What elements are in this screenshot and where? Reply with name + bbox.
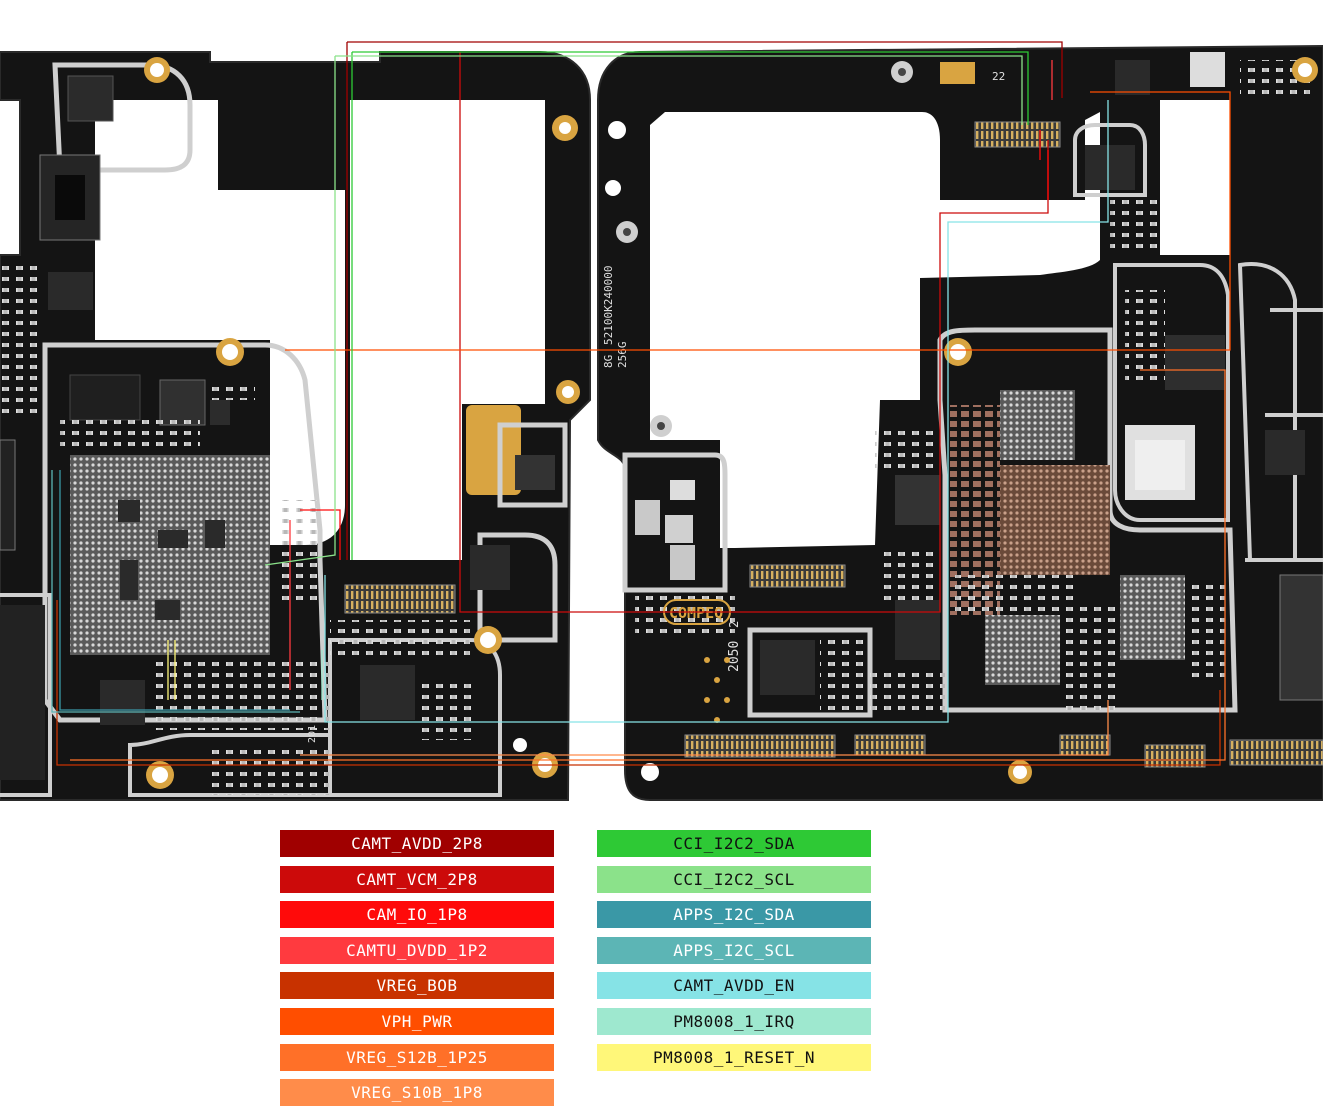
legend-label: VPH_PWR <box>381 1011 453 1031</box>
legend-label: CCI_I2C2_SDA <box>673 834 795 853</box>
legend-item: VREG_S10B_1P8 <box>280 1079 554 1107</box>
trace-camt-vcm-2p8 <box>459 52 1049 613</box>
legend-item: CAMTU_DVDD_1P2 <box>280 936 554 964</box>
silkscreen-maker: COMPEQ <box>669 604 723 622</box>
silkscreen-rev: 2 <box>727 621 741 628</box>
trace-apps-i2c-scl <box>51 470 300 713</box>
trace-vph-pwr <box>285 91 1231 351</box>
legend-label: CAMT_AVDD_2P8 <box>351 834 483 853</box>
legend-label: APPS_I2C_SCL <box>673 940 795 960</box>
trace-camt-avdd-en <box>324 100 1109 723</box>
trace-cci-i2c2-scl <box>264 55 1023 566</box>
legend-item: APPS_I2C_SCL <box>597 936 871 964</box>
legend-item: CAMT_VCM_2P8 <box>280 865 554 893</box>
legend-item: CAMT_AVDD_EN <box>597 972 871 1000</box>
legend-item: VPH_PWR <box>280 1007 554 1035</box>
legend-label: PM8008_1_IRQ <box>673 1011 795 1031</box>
legend-item: CAM_IO_1P8 <box>280 901 554 929</box>
right-board: 8G 52100K240000 256G COMPEQ 2 2050 22 <box>597 44 1323 801</box>
legend-item: PM8008_1_RESET_N <box>597 1043 871 1071</box>
legend-item: CCI_I2C2_SCL <box>597 865 871 893</box>
legend-label: CAM_IO_1P8 <box>366 905 468 925</box>
trace-pm8008-1-reset-n <box>167 640 176 700</box>
legend-item: APPS_I2C_SDA <box>597 901 871 929</box>
legend-item: PM8008_1_IRQ <box>597 1007 871 1035</box>
legend-item: VREG_S12B_1P25 <box>280 1043 554 1071</box>
legend-label: CCI_I2C2_SCL <box>673 869 795 889</box>
legend-label: VREG_BOB <box>376 976 458 996</box>
trace-vreg-s12b-1p25 <box>70 369 1226 761</box>
legend-right-column: CCI_I2C2_SDA CCI_I2C2_SCL APPS_I2C_SDA A… <box>597 830 871 1079</box>
legend-label: CAMT_AVDD_EN <box>673 976 795 996</box>
silkscreen-mark-201: 201 <box>307 725 318 743</box>
silkscreen-mark-22: 22 <box>992 70 1005 83</box>
trace-cci-i2c2-sda <box>351 51 1029 560</box>
legend-label: VREG_S12B_1P25 <box>346 1047 488 1067</box>
legend-left-column: CAMT_AVDD_2P8 CAMT_VCM_2P8 CAM_IO_1P8 CA… <box>280 830 554 1115</box>
left-board: 201 <box>0 51 591 801</box>
silkscreen-part-number: 52100K240000 <box>602 266 615 345</box>
legend-item: CCI_I2C2_SDA <box>597 830 871 857</box>
net-traces <box>51 41 1231 766</box>
legend-item: CAMT_AVDD_2P8 <box>280 830 554 857</box>
legend-label: CAMT_VCM_2P8 <box>356 869 478 889</box>
pcb-board-diagram: 201 <box>0 41 1323 801</box>
legend-label: CAMTU_DVDD_1P2 <box>346 940 488 960</box>
trace-camt-avdd-2p8 <box>346 41 1063 560</box>
trace-vreg-bob <box>56 600 1221 766</box>
legend-label: PM8008_1_RESET_N <box>652 1047 816 1067</box>
trace-apps-i2c-sda <box>59 470 290 711</box>
trace-camtu-dvdd-1p2 <box>289 60 1053 690</box>
legend-item: VREG_BOB <box>280 972 554 1000</box>
silkscreen-256g: 256G <box>616 342 629 369</box>
legend-label: VREG_S10B_1P8 <box>351 1083 483 1103</box>
legend-label: APPS_I2C_SDA <box>673 905 795 925</box>
silkscreen-date-code: 2050 <box>727 641 742 672</box>
trace-cam-io-1p8 <box>300 130 1049 560</box>
trace-vreg-s10b-1p8 <box>300 700 1109 756</box>
silkscreen-8g: 8G <box>602 355 615 368</box>
